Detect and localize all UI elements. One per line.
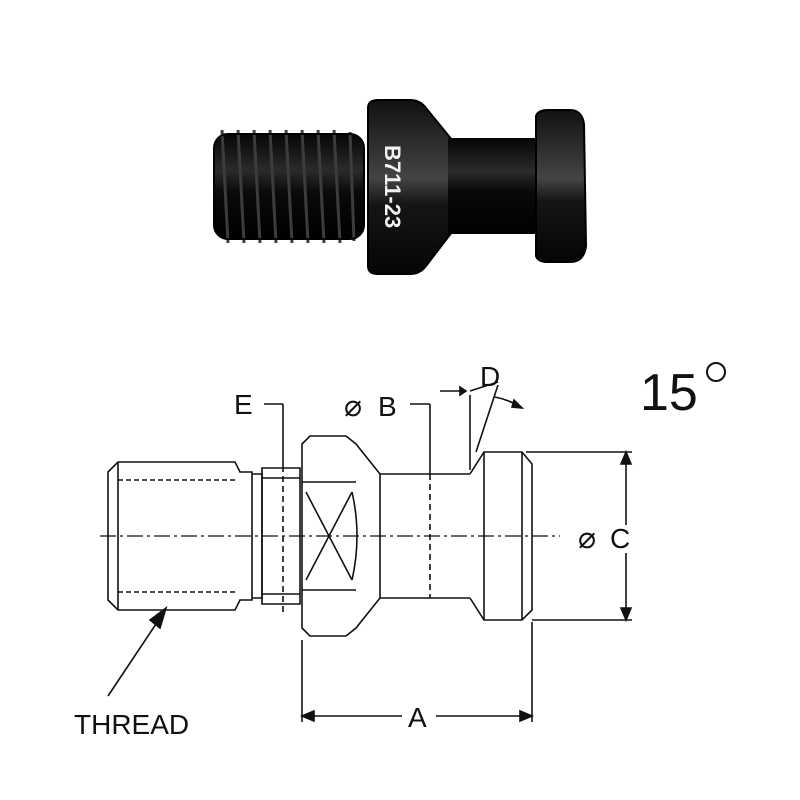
photo-neck — [448, 138, 538, 234]
drawing-neck — [380, 473, 470, 599]
dimension-a — [299, 622, 535, 723]
diameter-symbol-c: ⌀ — [578, 522, 596, 555]
photo-head — [535, 109, 588, 263]
drawing-thread-body — [107, 461, 253, 611]
drawing-collar — [301, 435, 381, 637]
label-thread: THREAD — [74, 709, 189, 740]
technical-drawing — [100, 381, 633, 723]
photo-thread — [213, 129, 365, 244]
dimension-b — [410, 403, 431, 598]
label-c: C — [610, 523, 630, 554]
dimension-c — [526, 449, 633, 623]
thread-leader — [107, 605, 168, 697]
label-b: B — [378, 391, 397, 422]
label-e: E — [234, 389, 253, 420]
diameter-symbol-b: ⌀ — [344, 390, 362, 423]
drawing-relief — [261, 467, 301, 605]
pull-stud-photo: B711-23 — [213, 99, 588, 275]
dimension-d — [440, 381, 525, 470]
label-angle: 15 — [640, 364, 698, 422]
dimension-e — [264, 403, 284, 612]
label-a: A — [408, 702, 427, 733]
label-d: D — [480, 361, 500, 392]
drawing-head — [469, 451, 533, 621]
degree-mark — [706, 362, 726, 382]
photo-engraving: B711-23 — [380, 145, 405, 228]
